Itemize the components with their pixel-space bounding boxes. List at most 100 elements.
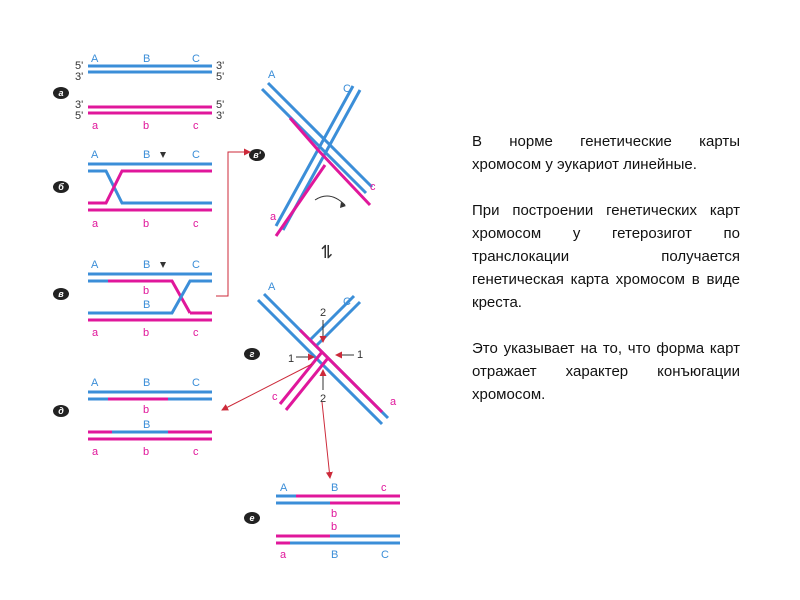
panel-a-end-5-bottom: 5' (75, 110, 83, 122)
panel-v-prime-badge-text: в' (253, 150, 261, 160)
panel-g-gene-a: a (390, 396, 397, 408)
panel-b-badge-text: б (58, 182, 64, 192)
panel-v-gene-B: B (143, 259, 150, 271)
panel-v-break-marker (160, 262, 166, 268)
panel-v-prime-rotation-arrowhead (340, 202, 346, 208)
panel-v-gene-c: c (193, 327, 199, 339)
panel-g-gene-A: A (268, 281, 276, 293)
panel-e-badge-text: е (249, 513, 254, 523)
panel-a-badge-text: а (58, 88, 63, 98)
panel-v-inner-B: B (143, 299, 150, 311)
panel-g-site-2-top: 2 (320, 307, 326, 319)
panel-a-gene-A: A (91, 53, 99, 65)
panel-g-site-1-left: 1 (288, 353, 294, 365)
panel-a-end-5-bottom-right: 5' (216, 99, 224, 111)
panel-v-strand-2-pink (108, 279, 192, 314)
panel-a-gene-B: B (143, 53, 150, 65)
panel-g-badge: г (244, 348, 260, 360)
panel-a-end-5-top: 5' (75, 60, 83, 72)
panel-v-gene-A: A (91, 259, 99, 271)
panel-e-gene-B-bottom: B (331, 549, 338, 561)
panel-v-strand-3-cross (88, 279, 212, 315)
panel-v-badge-text: в (58, 289, 64, 299)
panel-d-gene-a: a (92, 446, 99, 458)
panel-g-gene-c: c (272, 391, 278, 403)
panel-b: б A B C a b c (53, 149, 212, 230)
panel-a-end-5-top-right: 5' (216, 71, 224, 83)
panel-b-gene-c: c (193, 218, 199, 230)
panel-d-badge-text: д (58, 406, 64, 416)
panel-v-prime-gene-C: C (343, 83, 351, 95)
panel-e-gene-B: B (331, 482, 338, 494)
description-paragraph-2: При построении генетических карт хромосо… (472, 202, 740, 311)
panel-e-inner-b-1: b (331, 508, 337, 520)
panel-g-pink-3 (298, 328, 384, 414)
panel-v-gene-b: b (143, 327, 149, 339)
panel-g-gene-C: C (343, 296, 351, 308)
panel-a-end-3-bottom: 3' (75, 99, 83, 111)
panel-v: в A B C b B a b c (53, 259, 212, 339)
panel-a-end-3-bottom-right: 3' (216, 110, 224, 122)
panel-v-badge: в (53, 288, 69, 300)
arrow-g-to-e (321, 401, 333, 479)
panel-v-prime-rotation-arrow (314, 195, 346, 206)
panel-a-end-3-top: 3' (75, 71, 83, 83)
panel-a-badge: а (53, 87, 69, 99)
arrow-g-to-d (221, 363, 313, 411)
panel-v-prime-blue-4 (274, 85, 355, 227)
panel-g-blue-2 (256, 298, 384, 426)
panel-b-gene-a: a (92, 218, 99, 230)
panel-d: д A B C b B a b c (53, 377, 212, 458)
panel-e-inner-b-2: b (331, 521, 337, 533)
panel-b-strand-cross-pink (88, 169, 212, 205)
panel-g-pink-2 (278, 351, 324, 405)
panel-v-prime-gene-c: c (370, 181, 376, 193)
panel-v-prime-pink-3 (274, 164, 327, 237)
panel-d-badge: д (53, 405, 69, 417)
equilibrium-arrows: ⇌ (317, 244, 337, 259)
panel-a-gene-c: c (193, 120, 199, 132)
panel-d-gene-b: b (143, 446, 149, 458)
panel-a-gene-a: a (92, 120, 99, 132)
panel-a-gene-b: b (143, 120, 149, 132)
panel-g-site-2-bottom: 2 (320, 393, 326, 405)
panel-e-badge: е (244, 512, 260, 524)
panel-d-inner-B: B (143, 419, 150, 431)
panel-g-site-1-right: 1 (357, 349, 363, 361)
panel-d-inner-b: b (143, 404, 149, 416)
panel-d-gene-c: c (193, 446, 199, 458)
panel-v-inner-b: b (143, 285, 149, 297)
panel-v-prime-blue-1 (266, 81, 374, 189)
arrow-v-to-v-prime (216, 148, 251, 297)
panel-b-gene-B: B (143, 149, 150, 161)
panel-g-badge-text: г (250, 349, 255, 359)
panel-b-badge: б (53, 181, 69, 193)
panel-e-gene-c-top: c (381, 482, 387, 494)
panel-b-break-marker (160, 152, 166, 158)
panel-e-gene-a: a (280, 549, 287, 561)
panel-e-gene-C: C (381, 549, 389, 561)
panel-b-gene-A: A (91, 149, 99, 161)
panel-b-gene-b: b (143, 218, 149, 230)
panel-g-blue-4 (308, 294, 356, 342)
panel-v-gene-C: C (192, 259, 200, 271)
panel-g-pink-1 (284, 357, 330, 411)
panel-v-prime: в' A C a c (249, 69, 376, 237)
panel-b-gene-C: C (192, 149, 200, 161)
panel-v-prime-gene-A: A (268, 69, 276, 81)
panel-v-prime-blue-2 (260, 87, 368, 195)
panel-e-gene-A: A (280, 482, 288, 494)
panel-v-prime-badge: в' (249, 149, 265, 161)
description-paragraph-3: Это указывает на то, что форма карт отра… (472, 340, 740, 403)
description-text: В норме генетические карты хромосом у эу… (472, 130, 740, 429)
panel-a: а A B C a b c 5' 3' 3' 5' 3' 5' 5' 3' (53, 53, 224, 132)
panel-e: е A B c b b a B C (244, 482, 400, 561)
panel-v-prime-gene-a: a (270, 211, 277, 223)
panel-a-end-3-top-right: 3' (216, 60, 224, 72)
panel-d-gene-A: A (91, 377, 99, 389)
panel-a-gene-C: C (192, 53, 200, 65)
panel-g: г A C c a 2 2 1 1 (244, 281, 397, 426)
panel-d-gene-B: B (143, 377, 150, 389)
panel-v-gene-a: a (92, 327, 99, 339)
